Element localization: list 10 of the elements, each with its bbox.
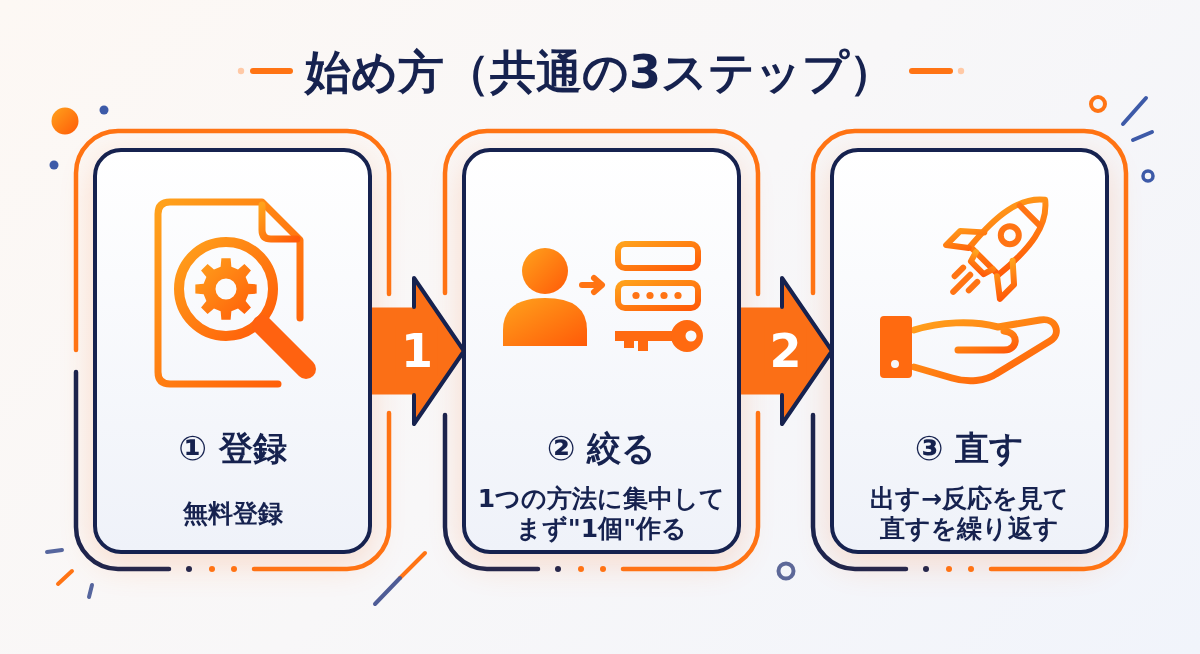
title: 始め方（共通の3ステップ） xyxy=(305,45,895,99)
step-description: 無料登録 xyxy=(182,499,283,529)
step-card xyxy=(462,148,741,554)
step-heading: ① 登録 xyxy=(178,429,287,469)
step-heading: ② 絞る xyxy=(546,429,657,469)
step-card xyxy=(830,148,1109,554)
step-heading: ③ 直す xyxy=(914,429,1025,469)
step-description: 1つの方法に集中してまず"1個"作る xyxy=(476,484,727,544)
step-card xyxy=(93,148,372,554)
step-description: 出す→反応を見て直すを繰り返す xyxy=(869,484,1070,544)
